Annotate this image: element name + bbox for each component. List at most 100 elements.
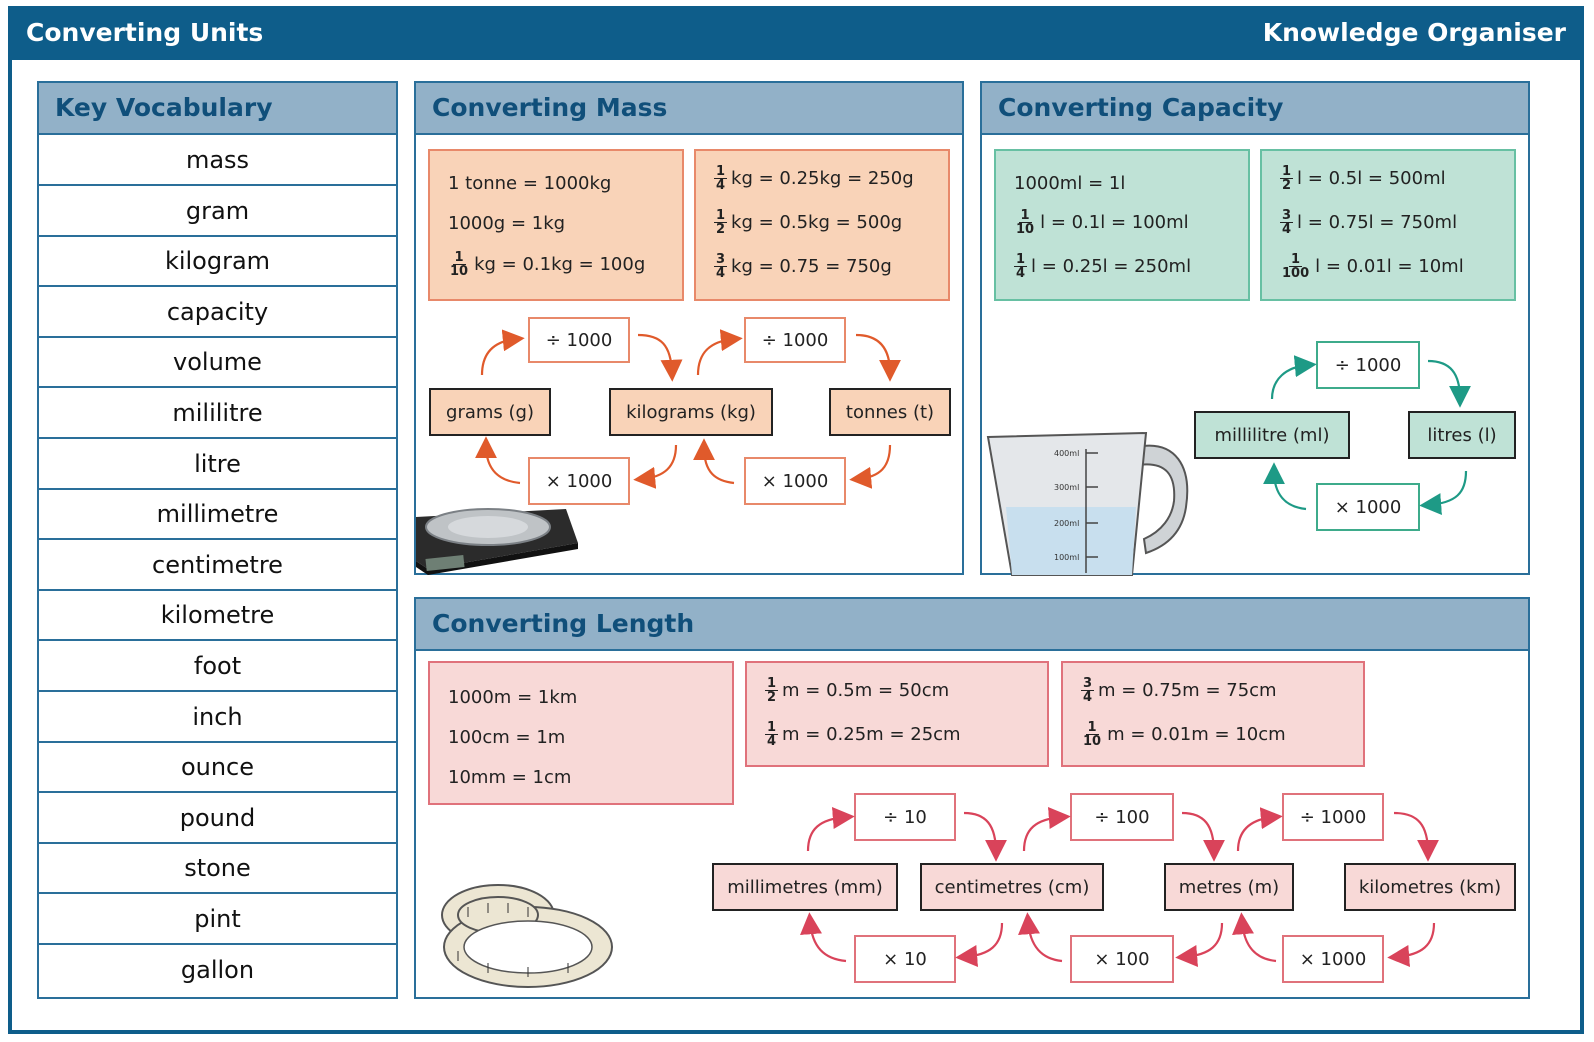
vocab-item: capacity (39, 287, 396, 338)
mass-arrows (475, 329, 901, 489)
arrow (480, 329, 525, 376)
arrow (1387, 922, 1436, 967)
arrow (633, 444, 678, 489)
capacity-arrows (1263, 355, 1471, 516)
unit-metres: metres (m) (1164, 863, 1294, 911)
vocabulary-title: Key Vocabulary (39, 83, 396, 135)
arrow (1427, 359, 1471, 408)
divide-100-box: ÷ 100 (1070, 793, 1174, 841)
length-title: Converting Length (416, 599, 1528, 651)
divide-10-box: ÷ 10 (854, 793, 956, 841)
jug-mark: 200ml (1054, 519, 1079, 528)
length-panel: Converting Length 1000m = 1km 100cm = 1m… (414, 597, 1530, 999)
fact-line: 1000m = 1km (448, 687, 578, 708)
kitchen-scale-icon (416, 508, 578, 575)
arrow (1263, 462, 1307, 511)
arrow (1236, 807, 1283, 852)
multiply-1000-box: × 1000 (1316, 483, 1420, 531)
page-title: Converting Units (26, 18, 264, 47)
divide-1000-box: ÷ 1000 (1282, 793, 1384, 841)
fact-line: 1000g = 1kg (448, 213, 566, 234)
unit-litres: litres (l) (1408, 411, 1516, 459)
arrow (637, 333, 683, 382)
unit-kilometres: kilometres (km) (1344, 863, 1516, 911)
vocab-item: gallon (180, 955, 255, 984)
vocab-item: kilogram (39, 236, 396, 288)
vocab-item: millimetre (39, 489, 396, 541)
arrow (1022, 807, 1071, 852)
arrow (1232, 912, 1277, 963)
arrow (955, 922, 1004, 967)
divide-1000-box: ÷ 1000 (528, 317, 630, 363)
vocab-item: mililitre (39, 388, 396, 439)
fact-line: 10mm = 1cm (448, 767, 572, 788)
mass-title: Converting Mass (416, 83, 962, 135)
capacity-title: Converting Capacity (982, 83, 1528, 135)
unit-centimetres: centimetres (cm) (920, 863, 1104, 911)
multiply-100-box: × 100 (1070, 935, 1174, 983)
vocab-item: volume (39, 337, 396, 389)
vocab-item: kilometre (39, 590, 396, 642)
arrow (1018, 912, 1063, 963)
measuring-jug-icon: 400ml 300ml 200ml 100ml (986, 431, 1189, 576)
multiply-1000-box: × 1000 (744, 457, 846, 505)
vocab-item: mass (39, 135, 396, 186)
mass-panel: Converting Mass 1 tonne = 1000kg 1000g =… (414, 81, 964, 575)
fact-line: 1000ml = 1l (1014, 173, 1126, 194)
arrow (855, 333, 901, 382)
length-facts-box-1: 1000m = 1km 100cm = 1m 10mm = 1cm (428, 661, 734, 805)
multiply-10-box: × 10 (854, 935, 956, 983)
divide-1000-box: ÷ 1000 (744, 317, 846, 363)
vocab-item: foot (39, 641, 396, 692)
arrow (1419, 470, 1468, 516)
arrow (963, 811, 1007, 862)
arrow (1270, 355, 1317, 400)
unit-grams: grams (g) (429, 388, 551, 436)
page-subtitle: Knowledge Organiser (1262, 18, 1566, 47)
unit-tonnes: tonnes (t) (829, 388, 951, 436)
arrow (696, 329, 743, 376)
jug-mark: 400ml (1054, 449, 1079, 458)
vocab-item: centimetre (39, 540, 396, 591)
vocab-item: stone (39, 843, 396, 895)
jug-mark: 100ml (1054, 553, 1079, 562)
divide-1000-box: ÷ 1000 (1316, 341, 1420, 389)
multiply-1000-box: × 1000 (1282, 935, 1384, 983)
unit-millimetres: millimetres (mm) (712, 863, 898, 911)
length-arrows (800, 807, 1439, 967)
arrow (1175, 922, 1224, 967)
vocab-item: pint (39, 894, 396, 945)
arrow (806, 807, 855, 852)
header-bar: Converting Units Knowledge Organiser (8, 6, 1584, 60)
unit-kilograms: kilograms (kg) (609, 388, 773, 436)
arrow (849, 444, 892, 489)
multiply-1000-box: × 1000 (528, 457, 630, 505)
jug-mark: 300ml (1054, 483, 1079, 492)
